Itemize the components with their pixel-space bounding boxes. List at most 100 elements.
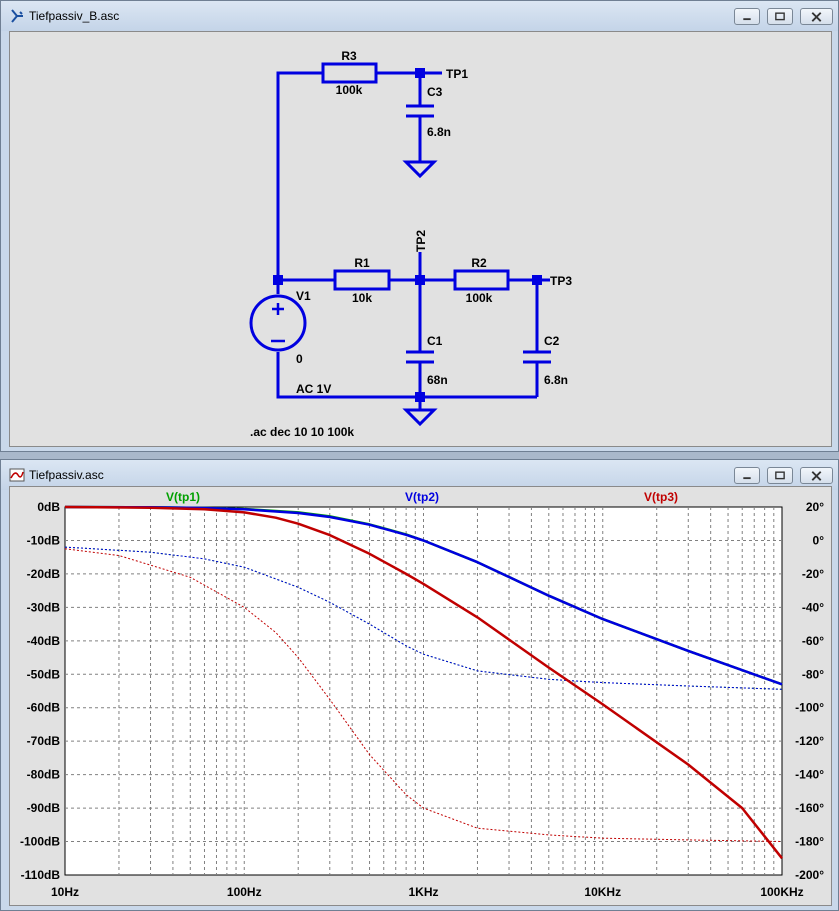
left-tick: -100dB: [20, 835, 60, 849]
left-tick: -110dB: [21, 868, 61, 882]
right-tick: -120°: [795, 734, 824, 748]
c1-value: 68n: [427, 373, 448, 387]
junction-dot: [415, 392, 425, 402]
source-polarity: [271, 303, 285, 343]
x-tick: 1KHz: [408, 885, 438, 899]
v1-value: 0: [296, 352, 303, 366]
x-axis-ticks: 10Hz 100Hz 1KHz 10KHz 100KHz: [51, 885, 804, 899]
r1-value: 10k: [352, 291, 372, 305]
grid: [65, 507, 782, 875]
plot-window: Tiefpassiv.asc 0dB -10dB -20dB -30dB -40…: [0, 459, 839, 911]
left-tick: -80dB: [27, 768, 61, 782]
right-tick: -40°: [802, 600, 824, 614]
close-icon: [811, 12, 822, 22]
close-icon: [811, 471, 822, 481]
legend-vtp2[interactable]: V(tp2): [405, 490, 439, 504]
x-tick: 10Hz: [51, 885, 79, 899]
left-tick: 0dB: [37, 500, 60, 514]
right-tick: -140°: [795, 768, 824, 782]
c3-name: C3: [427, 85, 443, 99]
schematic-close-button[interactable]: [800, 8, 833, 25]
waveform-app-icon: [9, 468, 25, 482]
voltage-source-v1-symbol[interactable]: [249, 294, 307, 352]
ground-icon: [402, 160, 438, 179]
right-tick: -20°: [802, 567, 824, 581]
junction-dots: [273, 68, 542, 402]
trace-vtp2-phase[interactable]: [64, 546, 783, 690]
right-tick: -200°: [795, 868, 824, 882]
schematic-window: Tiefpassiv_B.asc: [0, 0, 839, 452]
plot-pane[interactable]: 0dB -10dB -20dB -30dB -40dB -50dB -60dB …: [9, 486, 832, 906]
minimize-icon: [743, 477, 751, 480]
junction-dot: [415, 275, 425, 285]
left-tick: -50dB: [27, 667, 61, 681]
right-tick: 20°: [806, 500, 824, 514]
r2-value: 100k: [466, 291, 493, 305]
legend-vtp1[interactable]: V(tp1): [166, 490, 200, 504]
left-axis-ticks: 0dB -10dB -20dB -30dB -40dB -50dB -60dB …: [20, 500, 60, 882]
schematic-drawing: R3 100k TP1 C3 6.8n TP2 R1 10k R2 100k T…: [249, 49, 572, 439]
capacitor-c3-symbol[interactable]: [406, 104, 434, 118]
component-symbols: [249, 62, 551, 427]
schematic-minimize-button[interactable]: [734, 8, 760, 25]
left-tick: -10dB: [27, 533, 61, 547]
left-tick: -30dB: [27, 600, 61, 614]
bode-plot: 0dB -10dB -20dB -30dB -40dB -50dB -60dB …: [20, 490, 824, 899]
right-tick: -100°: [795, 701, 824, 715]
spice-directive[interactable]: .ac dec 10 10 100k: [250, 425, 354, 439]
legend-vtp3[interactable]: V(tp3): [644, 490, 678, 504]
resistor-r2-symbol[interactable]: [453, 269, 510, 291]
right-tick: -180°: [795, 835, 824, 849]
trace-vtp2-magnitude[interactable]: [64, 505, 783, 686]
r3-name: R3: [341, 49, 357, 63]
schematic-titlebar[interactable]: Tiefpassiv_B.asc: [1, 1, 838, 31]
c2-name: C2: [544, 334, 560, 348]
left-tick: -40dB: [27, 634, 61, 648]
trace-vtp3-phase[interactable]: [64, 548, 783, 842]
plot-window-title: Tiefpassiv.asc: [29, 468, 104, 482]
c1-name: C1: [427, 334, 443, 348]
tp3-label: TP3: [550, 274, 572, 288]
c2-value: 6.8n: [544, 373, 568, 387]
plot-close-button[interactable]: [800, 467, 833, 484]
schematic-window-title: Tiefpassiv_B.asc: [29, 9, 120, 23]
resistor-r3-symbol[interactable]: [321, 62, 378, 84]
capacitor-c1-symbol[interactable]: [406, 350, 434, 364]
plot-maximize-button[interactable]: [767, 467, 793, 484]
x-tick: 100Hz: [227, 885, 262, 899]
net-tp1-marker[interactable]: [415, 68, 425, 78]
tp1-label: TP1: [446, 67, 468, 81]
maximize-icon: [775, 471, 785, 480]
v1-ac-spec: AC 1V: [296, 382, 331, 396]
minimize-icon: [743, 18, 751, 21]
trace-vtp3-magnitude[interactable]: [64, 505, 783, 860]
left-tick: -60dB: [27, 701, 61, 715]
maximize-icon: [775, 12, 785, 21]
x-tick: 100KHz: [760, 885, 803, 899]
right-axis-ticks: 20° 0° -20° -40° -60° -80° -100° -120° -…: [795, 500, 824, 882]
r3-value: 100k: [336, 83, 363, 97]
schematic-canvas[interactable]: R3 100k TP1 C3 6.8n TP2 R1 10k R2 100k T…: [9, 31, 832, 447]
r2-name: R2: [471, 256, 487, 270]
v1-name: V1: [296, 289, 311, 303]
plot-titlebar[interactable]: Tiefpassiv.asc: [1, 460, 838, 490]
schematic-maximize-button[interactable]: [767, 8, 793, 25]
c3-value: 6.8n: [427, 125, 451, 139]
plot-minimize-button[interactable]: [734, 467, 760, 484]
x-tick: 10KHz: [584, 885, 621, 899]
net-tp3-marker[interactable]: [532, 275, 542, 285]
left-tick: -90dB: [27, 801, 61, 815]
r1-name: R1: [354, 256, 370, 270]
capacitor-c2-symbol[interactable]: [523, 350, 551, 364]
left-tick: -20dB: [27, 567, 61, 581]
traces: [64, 505, 783, 860]
right-tick: -160°: [795, 801, 824, 815]
tp2-label: TP2: [414, 230, 428, 252]
right-tick: -60°: [802, 634, 824, 648]
resistor-r1-symbol[interactable]: [333, 269, 391, 291]
plus-sign-icon: [272, 303, 284, 315]
schematic-app-icon: [11, 9, 23, 23]
ground-icon: [402, 408, 438, 427]
right-tick: 0°: [813, 533, 825, 547]
left-tick: -70dB: [27, 734, 61, 748]
